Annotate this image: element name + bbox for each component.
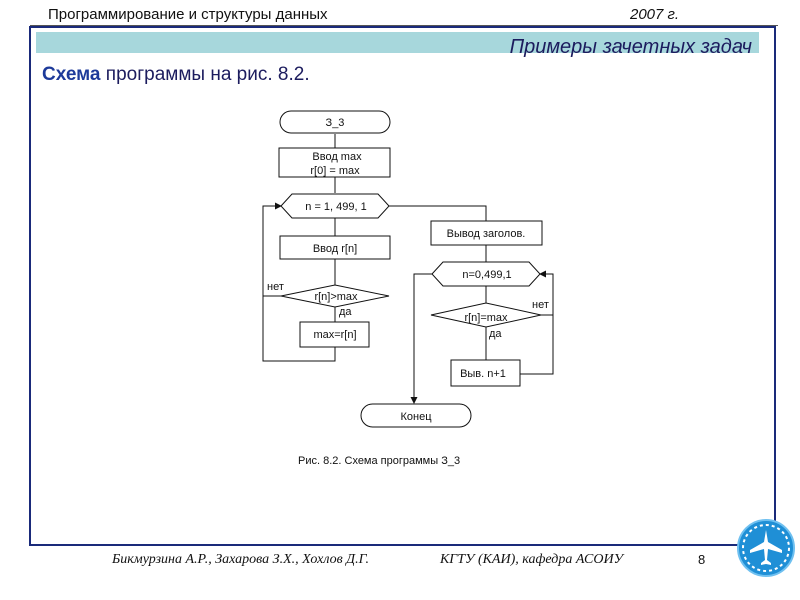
cond1-no-label: нет xyxy=(267,281,284,293)
loop2-block xyxy=(431,261,541,287)
input-max-block xyxy=(278,147,391,178)
output-n-block xyxy=(450,359,521,387)
cond2-label: r[n]=max xyxy=(464,312,508,324)
loop2-label: n=0,499,1 xyxy=(462,269,511,281)
slide-frame xyxy=(29,26,776,546)
end-terminator xyxy=(360,403,472,428)
loop1-block xyxy=(280,193,390,219)
loop1-return-edge xyxy=(262,202,336,362)
loop2-exit-edge xyxy=(410,273,432,404)
output-n-label: Выв. n+1 xyxy=(460,368,506,380)
input-rn-block xyxy=(279,235,391,260)
start-terminator xyxy=(279,110,391,134)
cond1-decision xyxy=(280,284,390,308)
loop2-return-edge xyxy=(520,270,554,375)
cond2-yes-label: да xyxy=(489,328,502,340)
output-header-label: Вывод заголов. xyxy=(447,228,526,240)
subtitle-rest: программы на рис. 8.2. xyxy=(100,64,310,85)
cond2-decision xyxy=(430,302,542,328)
loop1-label: n = 1, 499, 1 xyxy=(305,201,366,213)
figure-caption: Рис. 8.2. Схема программы З_3 xyxy=(298,455,461,467)
assign-label: max=r[n] xyxy=(313,329,356,341)
footer-org: КГТУ (КАИ), кафедра АСОИУ xyxy=(440,552,624,567)
cond1-yes-label: да xyxy=(339,306,352,318)
footer-authors: Бикмурзина А.Р., Захарова З.Х., Хохлов Д… xyxy=(112,552,369,567)
start-label: З_3 xyxy=(326,117,345,129)
header-course: Программирование и структуры данных xyxy=(48,6,328,23)
cond2-no-label: нет xyxy=(532,299,549,311)
end-label: Конец xyxy=(400,411,432,423)
input-max-label-2: r[0] = max xyxy=(310,165,360,177)
assign-block xyxy=(299,321,370,348)
header-year: 2007 г. xyxy=(630,6,680,23)
input-max-label-1: Ввод max xyxy=(312,151,362,163)
slide-title: Примеры зачетных задач xyxy=(509,36,752,58)
input-rn-label: Ввод r[n] xyxy=(313,243,357,255)
loop1-exit-edge xyxy=(389,205,487,221)
airplane-logo-icon xyxy=(737,519,795,577)
header-divider xyxy=(30,25,778,26)
page-number: 8 xyxy=(698,552,706,567)
slide-subtitle: Схема программы на рис. 8.2. xyxy=(42,64,310,86)
output-header-block xyxy=(430,220,543,246)
cond1-label: r[n]>max xyxy=(314,291,358,303)
subtitle-bold: Схема xyxy=(42,64,101,85)
title-band xyxy=(36,32,759,53)
